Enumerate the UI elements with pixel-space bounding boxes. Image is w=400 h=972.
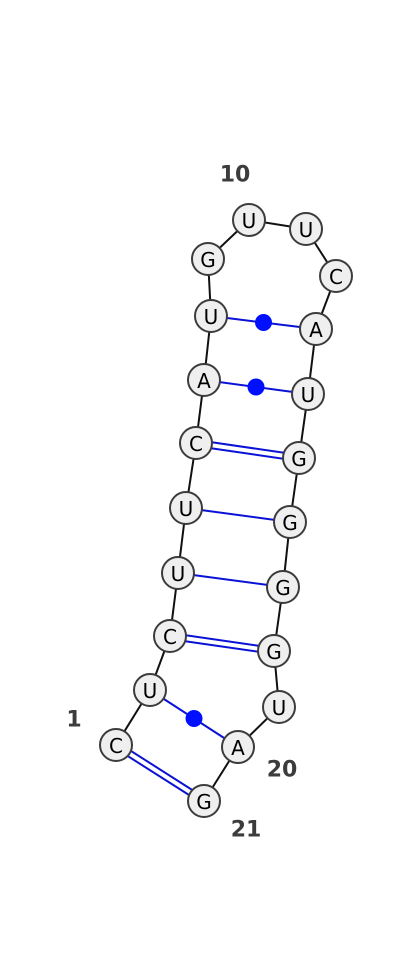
nucleotide-circle xyxy=(153,619,187,653)
nucleotide-circle xyxy=(262,690,296,724)
nucleotide-letter: U xyxy=(171,562,186,586)
nucleotide-17: G xyxy=(266,570,300,604)
nucleotide-letter: C xyxy=(163,625,177,649)
backbone-layer xyxy=(115,219,337,802)
nucleotide-letter: G xyxy=(266,640,282,664)
nucleotide-14: U xyxy=(291,377,325,411)
base-pair-canonical xyxy=(169,632,275,655)
wobble-pair-dot xyxy=(247,378,265,396)
nucleotide-circle xyxy=(221,730,255,764)
pair-line xyxy=(169,637,274,655)
nucleotide-16: G xyxy=(273,505,307,539)
nucleotide-letter: G xyxy=(275,576,291,600)
base-pair-layer xyxy=(113,314,317,805)
nucleotide-letter: U xyxy=(204,305,219,329)
nucleotide-letter: G xyxy=(200,248,216,272)
nucleotide-circle xyxy=(161,556,195,590)
pair-line xyxy=(117,741,207,800)
position-label-layer: 1 10 20 21 xyxy=(66,163,297,843)
nucleotide-letter: G xyxy=(196,790,212,814)
nucleotide-circle xyxy=(257,634,291,668)
nucleotide-3: C xyxy=(153,619,187,653)
nucleotide-13: A xyxy=(299,312,333,346)
position-label-10: 10 xyxy=(220,163,251,188)
nucleotide-circle xyxy=(266,570,300,604)
nucleotide-10: U xyxy=(232,203,266,237)
nucleotide-letter: G xyxy=(291,447,307,471)
position-label-21: 21 xyxy=(231,818,262,843)
nucleotide-6: C xyxy=(179,426,213,460)
nucleotide-circle xyxy=(187,784,221,818)
nucleotide-11: U xyxy=(289,212,323,246)
nucleotide-circle xyxy=(194,299,228,333)
base-pair-wobble xyxy=(203,378,309,396)
nucleotide-letter: C xyxy=(189,432,203,456)
nucleotide-letter: C xyxy=(329,265,343,289)
position-label-20: 20 xyxy=(267,758,298,783)
nucleotide-letter: A xyxy=(231,736,245,760)
nucleotide-circle xyxy=(289,212,323,246)
nucleotide-letter: G xyxy=(282,511,298,535)
wobble-pair-dot xyxy=(255,314,272,331)
nucleotide-circle xyxy=(282,441,316,475)
nucleotide-letter: A xyxy=(197,369,211,393)
pair-line xyxy=(177,572,284,588)
nucleotide-letter: U xyxy=(242,209,257,233)
nucleotide-circle xyxy=(319,259,353,293)
nucleotide-circle xyxy=(299,312,333,346)
wobble-pair-dot xyxy=(185,710,203,727)
nucleotide-15: G xyxy=(282,441,316,475)
nucleotide-circle xyxy=(169,491,203,525)
nucleotide-letter: C xyxy=(109,734,123,758)
base-pair-single xyxy=(177,572,284,588)
base-pair-wobble xyxy=(149,689,239,748)
nucleotide-21: G xyxy=(187,784,221,818)
nucleotide-letter: U xyxy=(179,497,194,521)
nucleotide-circle xyxy=(99,728,133,762)
nucleotide-letter: U xyxy=(272,696,287,720)
nucleotide-letter: U xyxy=(301,383,316,407)
nucleotide-8: U xyxy=(194,299,228,333)
nucleotide-1: C xyxy=(99,728,133,762)
nucleotide-circle xyxy=(179,426,213,460)
nucleotide-9: G xyxy=(191,242,225,276)
base-pair-wobble xyxy=(210,314,317,331)
nucleotide-2: U xyxy=(133,673,167,707)
position-label-1: 1 xyxy=(66,708,81,733)
nucleotide-12: C xyxy=(319,259,353,293)
nucleotide-circle xyxy=(191,242,225,276)
nucleotide-19: U xyxy=(262,690,296,724)
nucleotide-7: A xyxy=(187,363,221,397)
nucleotide-18: G xyxy=(257,634,291,668)
nucleotide-letter: U xyxy=(143,679,158,703)
pair-line xyxy=(113,746,203,805)
pair-line xyxy=(170,632,275,650)
pair-line xyxy=(185,507,291,523)
nucleotide-letter: A xyxy=(309,318,323,342)
nucleotide-circle xyxy=(187,363,221,397)
nucleotide-circle xyxy=(273,505,307,539)
nucleotide-20: A xyxy=(221,730,255,764)
pair-line xyxy=(196,439,300,457)
pair-line xyxy=(195,444,299,462)
nucleotide-5: U xyxy=(169,491,203,525)
nucleotide-circle xyxy=(232,203,266,237)
nucleotide-circle xyxy=(291,377,325,411)
nucleotide-circle xyxy=(133,673,167,707)
base-pair-canonical xyxy=(113,741,207,805)
nucleotide-letter: U xyxy=(299,218,314,242)
base-pair-single xyxy=(185,507,291,523)
base-pair-canonical xyxy=(195,439,300,462)
nucleotide-4: U xyxy=(161,556,195,590)
